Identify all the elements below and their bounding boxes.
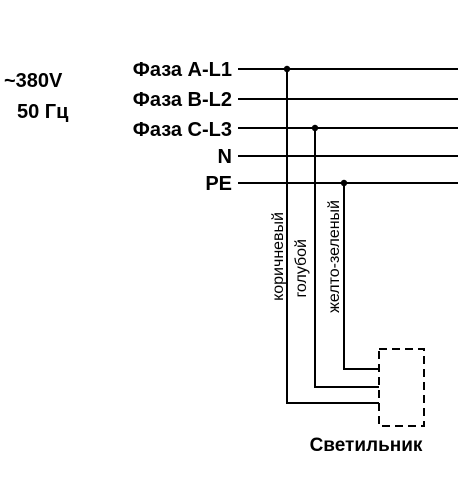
- supply-voltage: ~380V: [4, 70, 63, 92]
- line-label-l3: Фаза C-L3: [133, 119, 232, 141]
- bus-lines: [238, 68, 458, 184]
- luminaire-box: [378, 348, 425, 427]
- line-label-l2: Фаза B-L2: [133, 89, 232, 111]
- luminaire-label: Светильник: [310, 435, 423, 456]
- wire-blue: [314, 128, 379, 388]
- load-wires: [286, 69, 379, 404]
- line-label-n: N: [218, 146, 232, 168]
- wire-label-blue: голубой: [293, 239, 310, 298]
- wire-label-brown: коричневый: [270, 212, 287, 301]
- wire-label-yellow-green: желто-зеленый: [326, 200, 343, 313]
- wire-yellow-green: [343, 183, 379, 370]
- wire-brown: [286, 69, 379, 404]
- line-label-pe: PE: [205, 173, 232, 195]
- line-label-l1: Фаза A-L1: [133, 59, 232, 81]
- supply-frequency: 50 Гц: [17, 101, 69, 123]
